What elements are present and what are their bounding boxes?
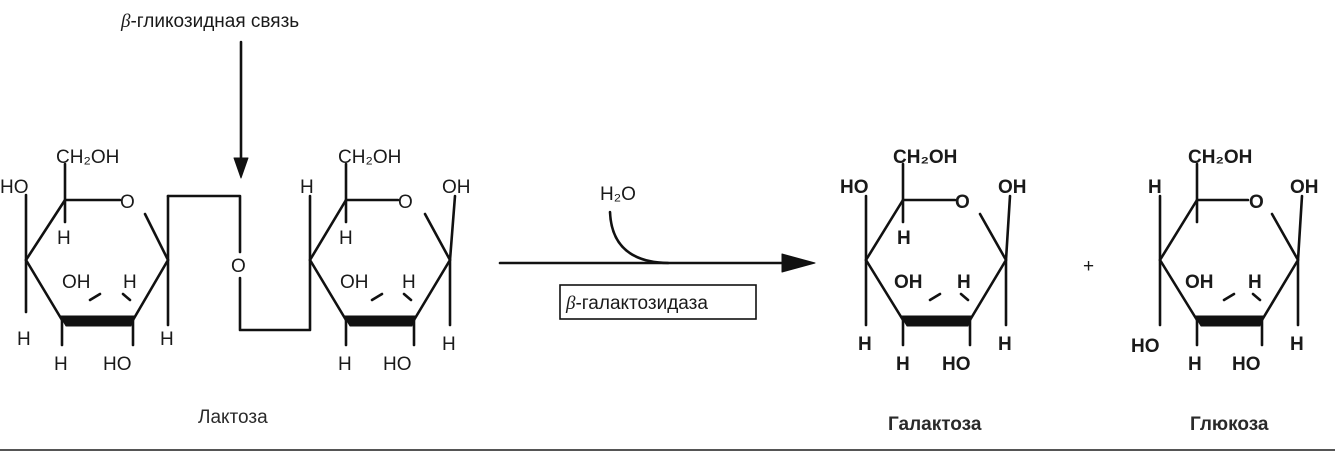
galactose-h-c3: H bbox=[896, 354, 910, 375]
reaction-arrow-head-icon bbox=[781, 253, 816, 273]
glucose-ho-c4: HO bbox=[1131, 336, 1160, 357]
glucose-h-c1: H bbox=[1290, 334, 1304, 355]
galactose-oh-c3: OH bbox=[894, 272, 923, 293]
glucose-h-c3: H bbox=[1188, 354, 1202, 375]
right-ring-h-c3: H bbox=[338, 354, 352, 375]
lactose-right-ring: CH₂OH O H OH H OH H H HO H bbox=[300, 147, 471, 375]
right-ring-h-c5: H bbox=[339, 228, 353, 249]
right-ring-h-c2: H bbox=[402, 272, 416, 293]
glucose-oh-c3: OH bbox=[1185, 272, 1214, 293]
left-ring-h-c3: H bbox=[54, 354, 68, 375]
galactose-h-c2: H bbox=[957, 272, 971, 293]
glucose-ring: CH₂OH O H OH OH H HO H HO H bbox=[1131, 147, 1319, 375]
left-ring-oxygen: O bbox=[120, 192, 135, 213]
glucose-oh-c1: OH bbox=[1290, 177, 1319, 198]
bond-pointer-arrow-head-icon bbox=[233, 157, 249, 179]
galactose-name: Галактоза bbox=[888, 414, 982, 435]
enzyme-box bbox=[559, 284, 757, 320]
glucose-ch2oh: CH₂OH bbox=[1188, 147, 1252, 168]
left-ring-ho-c2: HO bbox=[103, 354, 132, 375]
galactose-oxygen: O bbox=[955, 192, 970, 213]
left-ring-oh-c3: OH bbox=[62, 272, 91, 293]
right-ring-oxygen: O bbox=[398, 192, 413, 213]
left-ring-ho-top: HO bbox=[0, 177, 29, 198]
bridge-oxygen: O bbox=[231, 256, 246, 277]
galactose-ring: CH₂OH O HO OH H OH H H H HO H bbox=[840, 147, 1027, 375]
enzyme-label: β-галактозидаза bbox=[565, 293, 708, 314]
reaction-arrow: H₂O β-галактозидаза bbox=[498, 184, 816, 320]
galactose-ch2oh: CH₂OH bbox=[893, 147, 957, 168]
galactose-h-c4: H bbox=[858, 334, 872, 355]
glucose-oxygen: O bbox=[1249, 192, 1264, 213]
glucose-h-top: H bbox=[1148, 177, 1162, 198]
lactose-name: Лактоза bbox=[198, 407, 268, 428]
right-ring-oh-c3: OH bbox=[340, 272, 369, 293]
left-ring-h-c2: H bbox=[123, 272, 137, 293]
galactose-h-c1: H bbox=[998, 334, 1012, 355]
left-ring-ch2oh: CH₂OH bbox=[56, 147, 119, 168]
glycosidic-bond-label: β-гликозидная связь bbox=[120, 11, 299, 32]
glucose-name: Глюкоза bbox=[1190, 414, 1269, 435]
glucose-ho-c2: HO bbox=[1232, 354, 1261, 375]
plus-sign: + bbox=[1083, 256, 1094, 277]
glucose-h-c2: H bbox=[1248, 272, 1262, 293]
left-ring-h-c5: H bbox=[57, 228, 71, 249]
right-ring-h-c1: H bbox=[442, 334, 456, 355]
glycosidic-bridge: O bbox=[166, 194, 312, 332]
galactose-ho-c2: HO bbox=[942, 354, 971, 375]
galactose-h-c5: H bbox=[897, 228, 911, 249]
right-ring-h-top: H bbox=[300, 177, 314, 198]
water-label: H₂O bbox=[600, 184, 636, 205]
lactose-left-ring: CH₂OH O HO H OH H H H HO H bbox=[0, 147, 174, 375]
left-ring-h-c1: H bbox=[160, 329, 174, 350]
right-ring-oh-c1: OH bbox=[442, 177, 471, 198]
galactose-oh-c1: OH bbox=[998, 177, 1027, 198]
right-ring-ch2oh: CH₂OH bbox=[338, 147, 401, 168]
left-ring-h-c4: H bbox=[17, 329, 31, 350]
right-ring-ho-c2: HO bbox=[383, 354, 412, 375]
galactose-ho-top: HO bbox=[840, 177, 869, 198]
